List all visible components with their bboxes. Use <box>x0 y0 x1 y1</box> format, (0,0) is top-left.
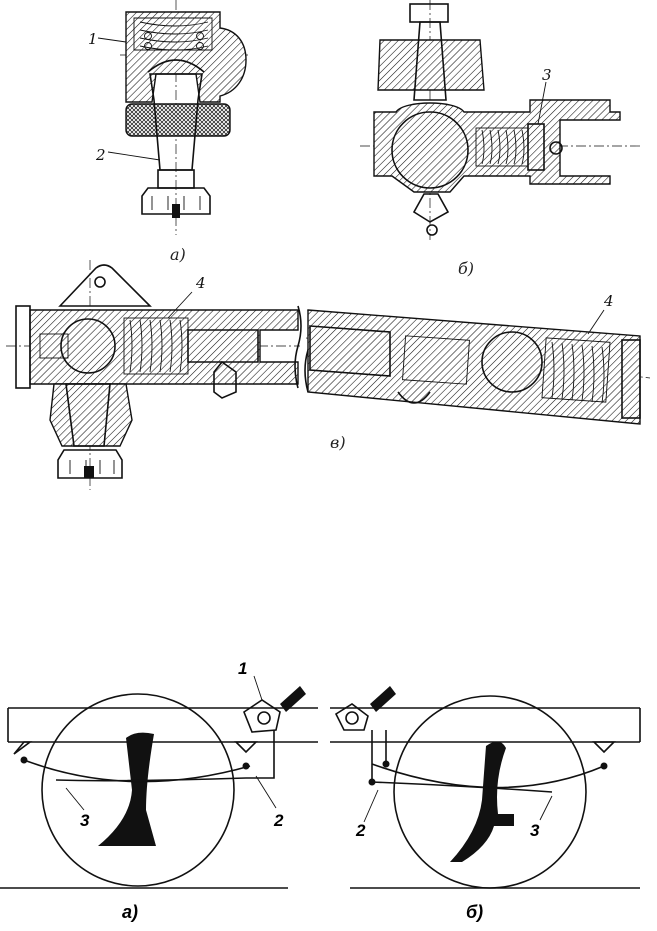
mount-diagram-b <box>330 686 641 889</box>
callout-2-bottom-b: 2 <box>355 821 366 840</box>
caption-a-top: а) <box>170 245 186 264</box>
caption-v-top: в) <box>330 433 346 452</box>
caption-b-top: б) <box>458 259 474 278</box>
mount-diagram-a <box>0 675 318 889</box>
callout-1-top: 1 <box>88 30 98 48</box>
callout-3-bottom-a: 3 <box>80 811 90 830</box>
joint-diagram-b <box>360 0 640 240</box>
tie-rod-diagram <box>6 260 651 490</box>
callout-2-bottom-a: 2 <box>273 811 284 830</box>
callout-4-left: 4 <box>195 274 206 292</box>
callout-1-bottom: 1 <box>238 659 247 678</box>
joint-diagram-a <box>97 0 248 235</box>
callout-4-right: 4 <box>603 292 614 310</box>
caption-b-bottom: б) <box>466 902 483 922</box>
caption-a-bottom: а) <box>122 902 138 922</box>
callout-2-top: 2 <box>95 146 106 164</box>
callout-3-bottom-b: 3 <box>530 821 540 840</box>
callout-3-top: 3 <box>542 66 552 84</box>
